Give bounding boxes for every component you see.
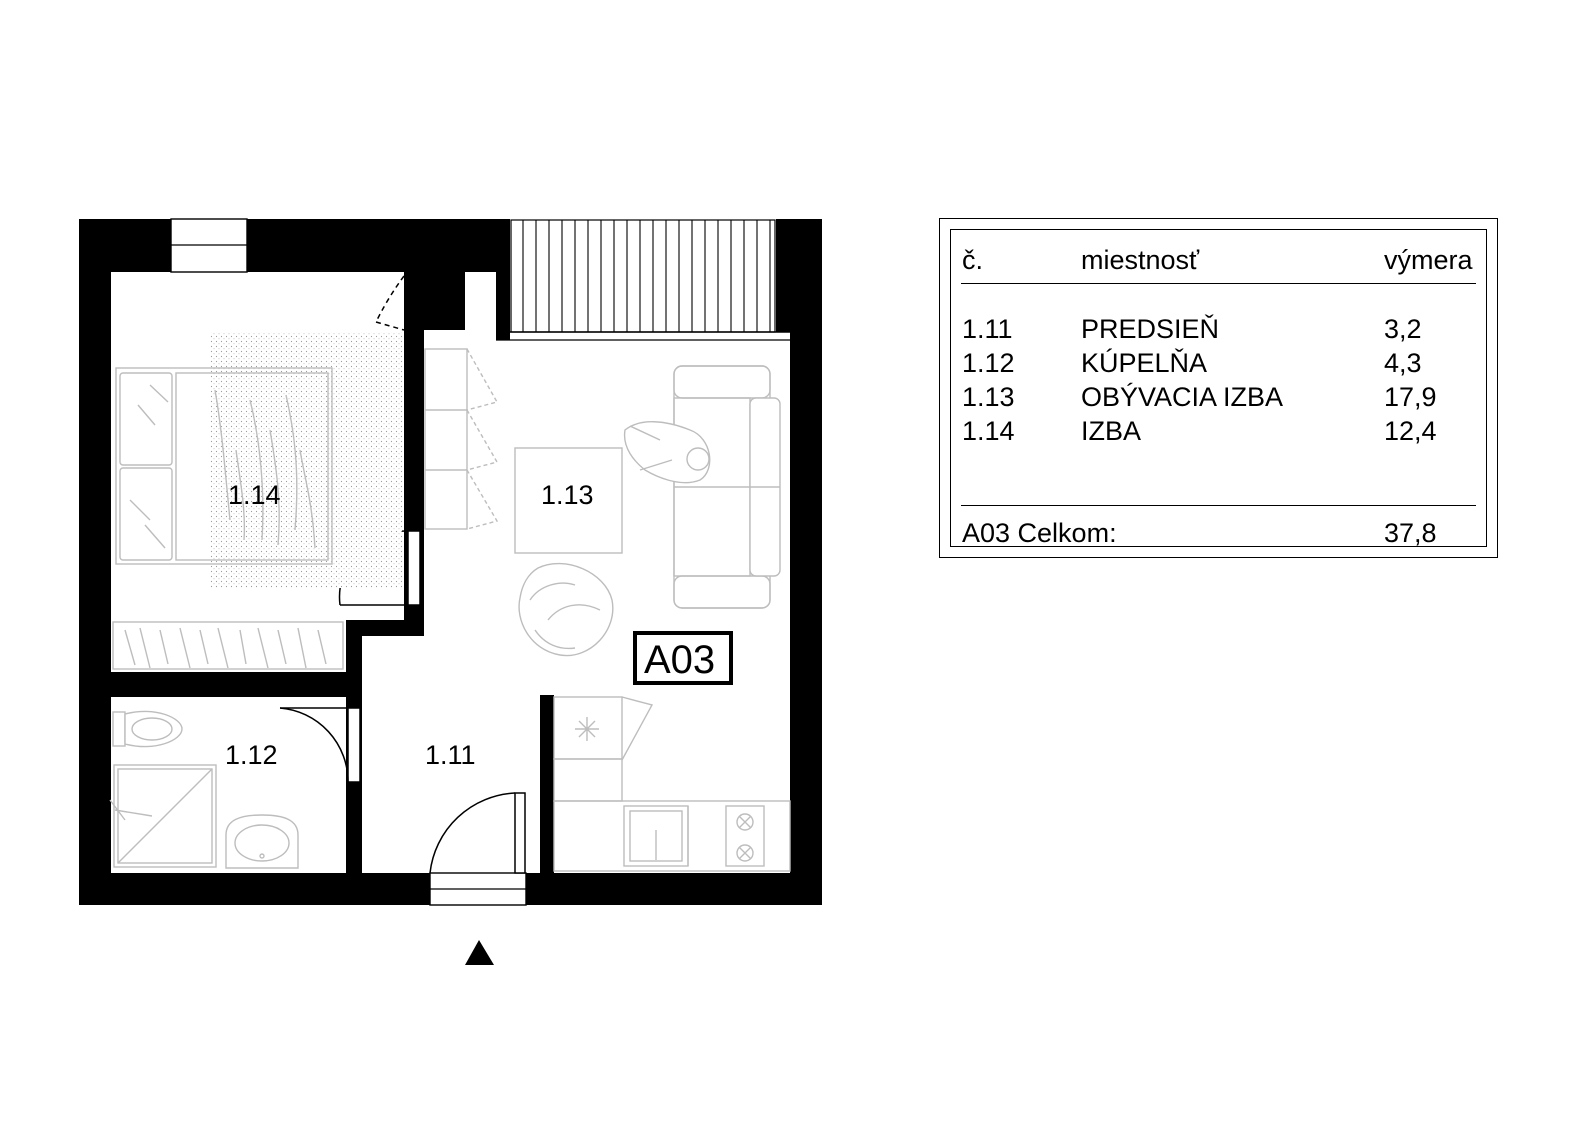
legend-row-room: PREDSIEŇ: [1081, 314, 1220, 344]
shower: [109, 764, 217, 868]
legend-divider-bottom: [961, 505, 1476, 506]
entrance-door-frame: [429, 872, 527, 906]
armchair: [518, 562, 614, 657]
area-legend: č. miestnosť výmera 1.11 PREDSIEŇ 3,2 1.…: [939, 218, 1498, 558]
toilet: [112, 710, 183, 748]
legend-total-area: 37,8: [1384, 518, 1437, 548]
legend-header-area: výmera: [1384, 245, 1473, 275]
room-number-114: 1.14: [228, 480, 281, 510]
legend-total-label: A03 Celkom:: [962, 518, 1117, 548]
person-figure: [623, 421, 711, 484]
wardrobe-room-114: [112, 621, 344, 670]
sofa: [673, 365, 781, 609]
legend-row-number: 1.14: [962, 416, 1015, 446]
door-wardrobe-top: [375, 275, 405, 331]
table: [514, 447, 623, 554]
door-room-112: [279, 707, 361, 783]
room-number-113: 1.13: [541, 480, 594, 510]
legend-row-room: KÚPELŇA: [1081, 348, 1208, 378]
legend-row-room: IZBA: [1081, 416, 1142, 446]
window-room-114: [170, 218, 248, 273]
legend-frame: č. miestnosť výmera 1.11 PREDSIEŇ 3,2 1.…: [950, 229, 1487, 548]
room-number-111: 1.11: [425, 740, 476, 770]
legend-divider-top: [961, 283, 1476, 284]
legend-row-number: 1.11: [962, 314, 1013, 344]
shelf-unit: [424, 348, 499, 530]
bed: [115, 332, 402, 588]
legend-row-area: 12,4: [1384, 416, 1437, 446]
room-number-112: 1.12: [225, 740, 278, 770]
balcony: [496, 219, 790, 341]
legend-header-number: č.: [962, 245, 984, 275]
unit-badge: A03: [633, 631, 733, 685]
legend-row-area: 4,3: [1384, 348, 1422, 378]
legend-header-room: miestnosť: [1081, 245, 1200, 275]
entrance-arrow-icon: [465, 940, 494, 965]
unit-label: A03: [644, 638, 715, 682]
kitchen: [553, 696, 791, 872]
door-entrance: [429, 792, 526, 874]
legend-row-area: 3,2: [1384, 314, 1422, 344]
washbasin: [225, 814, 299, 869]
legend-row-number: 1.12: [962, 348, 1015, 378]
legend-row-room: OBÝVACIA IZBA: [1081, 382, 1284, 412]
legend-row-number: 1.13: [962, 382, 1015, 412]
legend-row-area: 17,9: [1384, 382, 1437, 412]
